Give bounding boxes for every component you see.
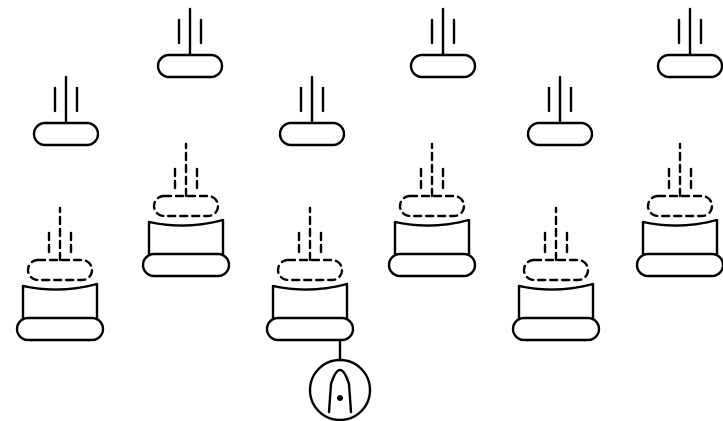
lifted-button-icon bbox=[526, 75, 594, 147]
pressed-button-icon bbox=[511, 206, 601, 342]
finger-touch-icon bbox=[308, 338, 372, 421]
pressed-button-icon bbox=[635, 142, 723, 278]
lifted-button-icon bbox=[409, 7, 477, 79]
pressed-button-icon bbox=[141, 142, 231, 278]
lifted-button-icon bbox=[32, 75, 100, 147]
pressed-button-icon bbox=[387, 142, 477, 278]
pressed-button-icon bbox=[15, 206, 105, 342]
pressed-button-icon bbox=[265, 206, 355, 342]
lifted-button-icon bbox=[156, 7, 224, 79]
lifted-button-icon bbox=[656, 7, 723, 79]
lifted-button-icon bbox=[278, 75, 346, 147]
